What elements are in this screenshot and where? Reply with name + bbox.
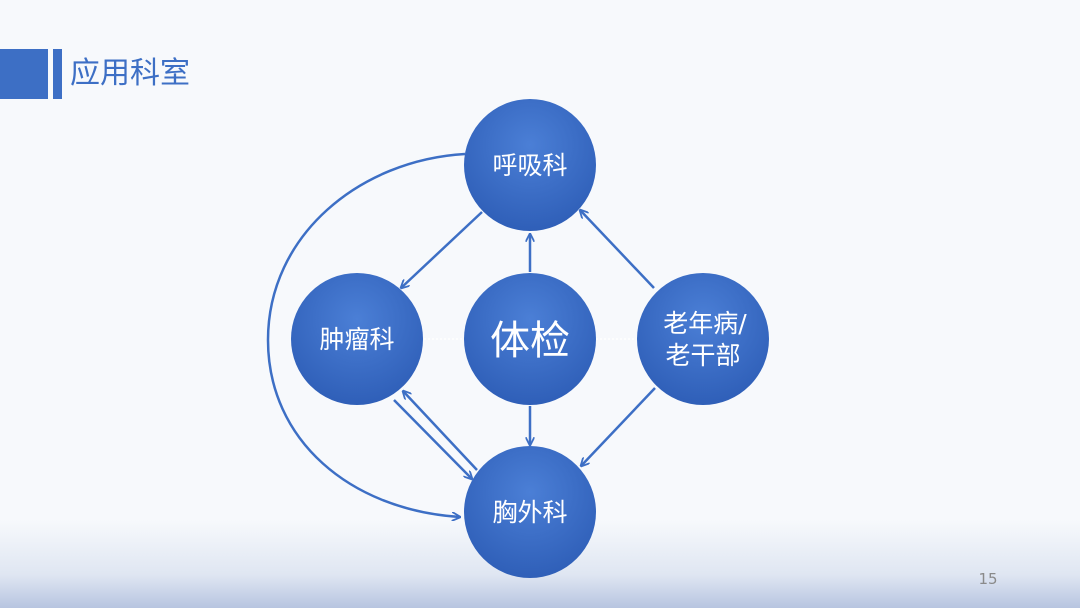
arrow-right-to-bottom [581, 387, 656, 466]
node-left [291, 273, 423, 405]
node-center-label: 体检 [490, 318, 570, 364]
node-bottom [464, 446, 596, 578]
node-right [637, 273, 769, 405]
arrow-left-to-bottom [393, 399, 472, 479]
title-accent-stripe [53, 49, 62, 99]
arrow-right-to-top [580, 210, 655, 289]
node-bottom-label: 胸外科 [492, 498, 567, 527]
arrow-bottom-to-left [403, 391, 478, 471]
arrow-top-to-left [401, 211, 483, 288]
title-accent-block [0, 49, 48, 99]
node-right-label-line2: 老干部 [665, 341, 740, 370]
arrow-top-to-bottom-curve [266, 152, 466, 517]
node-center [464, 273, 596, 405]
page-number: 15 [978, 570, 998, 588]
page-title: 应用科室 [70, 56, 190, 91]
node-right-label-line1: 老年病/ [663, 309, 747, 338]
node-top-label: 呼吸科 [492, 151, 567, 180]
node-left-label: 肿瘤科 [319, 325, 394, 354]
node-top [464, 99, 596, 231]
